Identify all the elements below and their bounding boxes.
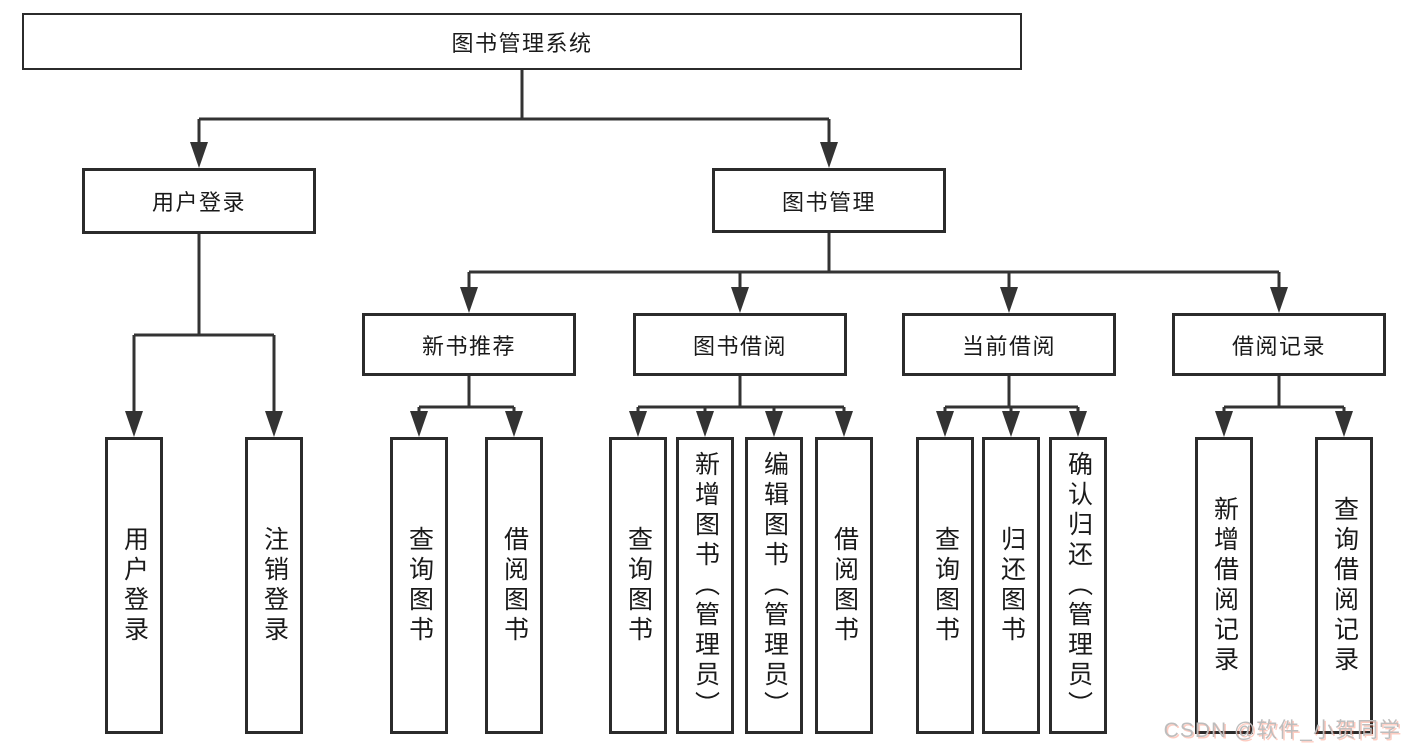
connector-current-borrow-children [936,376,1087,437]
connector-root-to-level2 [190,70,838,168]
arrowhead [1215,411,1233,437]
arrowhead [265,411,283,437]
leaf-borrow-books-recommend: 借阅图书 [485,437,543,734]
node-book-borrow: 图书借阅 [633,313,847,376]
leaf-add-book-admin: 新增图书（管理员） [676,437,734,734]
leaf-query-borrow-record: 查询借阅记录 [1315,437,1373,734]
node-current-borrow: 当前借阅 [902,313,1116,376]
leaf-label: 查询图书 [405,525,434,646]
arrowhead [190,142,208,168]
arrowhead [731,287,749,313]
arrowhead [1270,287,1288,313]
leaf-edit-book-admin: 编辑图书（管理员） [745,437,803,734]
leaf-label: 借阅图书 [830,525,859,646]
arrowhead [1002,411,1020,437]
arrowhead [835,411,853,437]
leaf-label: 确认归还（管理员） [1064,450,1093,721]
arrowhead [696,411,714,437]
leaf-label: 归还图书 [997,525,1026,646]
connector-book-borrow-children [629,376,853,437]
connector-book-management-children [460,233,1288,313]
leaf-label: 查询借阅记录 [1330,495,1359,676]
leaf-label: 借阅图书 [500,525,529,646]
node-library-system: 图书管理系统 [22,13,1022,70]
arrowhead [410,411,428,437]
connector-borrow-records-children [1215,376,1353,437]
leaf-label: 用户登录 [120,525,149,646]
arrowhead [820,142,838,168]
arrowhead [125,411,143,437]
leaf-add-borrow-record: 新增借阅记录 [1195,437,1253,734]
connector-user-login-children [125,234,283,437]
csdn-watermark: CSDN @软件_小贺同学 [1163,719,1401,742]
leaf-label: 查询图书 [624,525,653,646]
node-new-book-recommend: 新书推荐 [362,313,576,376]
arrowhead [1069,411,1087,437]
leaf-query-books-borrow: 查询图书 [609,437,667,734]
leaf-label: 编辑图书（管理员） [760,450,789,721]
leaf-query-books-recommend: 查询图书 [390,437,448,734]
arrowhead [629,411,647,437]
arrowhead [460,287,478,313]
arrowhead [765,411,783,437]
arrowhead [1000,287,1018,313]
leaf-label: 查询图书 [931,525,960,646]
leaf-return-book: 归还图书 [982,437,1040,734]
node-book-management: 图书管理 [712,168,946,233]
leaf-user-login: 用户登录 [105,437,163,734]
leaf-label: 注销登录 [260,525,289,646]
node-user-login: 用户登录 [82,168,316,234]
leaf-borrow-books-borrow: 借阅图书 [815,437,873,734]
leaf-logout: 注销登录 [245,437,303,734]
arrowhead [936,411,954,437]
leaf-confirm-return-admin: 确认归还（管理员） [1049,437,1107,734]
leaf-label: 新增图书（管理员） [691,450,720,721]
leaf-query-books-current: 查询图书 [916,437,974,734]
connector-new-book-recommend-children [410,376,523,437]
arrowhead [1335,411,1353,437]
arrowhead [505,411,523,437]
node-borrow-records: 借阅记录 [1172,313,1386,376]
leaf-label: 新增借阅记录 [1210,495,1239,676]
